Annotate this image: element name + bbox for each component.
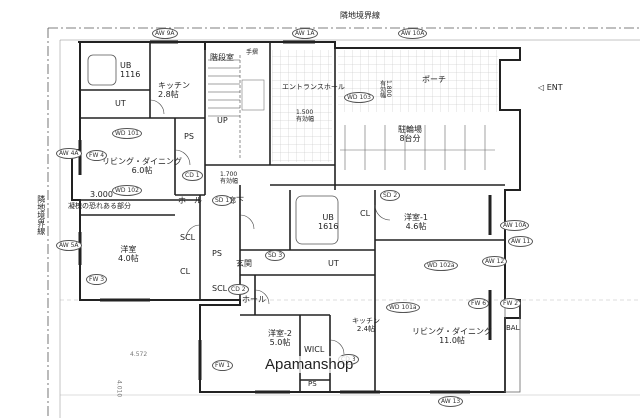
handrail-label: 手摺 <box>246 49 259 56</box>
entrance-hall-label: エントランスホール <box>282 83 345 91</box>
tag-fixed-window: FW 1 <box>212 360 234 371</box>
tag-window: AW 10A <box>398 28 428 39</box>
bathtub-center <box>295 195 339 245</box>
dim-3000: 3.000 <box>90 190 113 199</box>
dim-4010: 4.010 <box>115 380 123 398</box>
tag-fixed-window: FW 2 <box>500 298 522 309</box>
tag-closet-door: CD 2 <box>228 284 249 295</box>
dim-4572: 4.572 <box>130 351 148 358</box>
up-label: UP <box>217 116 228 125</box>
western-2-label: 洋室-2 5.0帖 <box>268 329 292 347</box>
tag-door: WD 102 <box>112 185 142 196</box>
west-boundary-label: 隣地境界線 <box>36 195 46 235</box>
doors <box>149 99 391 355</box>
tag-fixed-window: FW 4 <box>86 150 108 161</box>
interior-walls <box>80 42 505 392</box>
north-boundary-label: 隣地境界線 <box>340 11 380 20</box>
tag-window: AW 4A <box>56 148 82 159</box>
tag-sliding-door: SD 1 <box>212 195 233 206</box>
tag-door: WD 101 <box>112 128 142 139</box>
kitchen-s-label: キッチン 2.4帖 <box>352 317 380 333</box>
ut-mid-label: UT <box>328 259 339 268</box>
bal-label: BAL <box>506 324 520 332</box>
western-1-label: 洋室-1 4.6帖 <box>404 213 428 231</box>
stair-treads <box>208 55 265 160</box>
ps-top-label: PS <box>184 132 194 141</box>
warning-label: 凝槐の恐れある部分 <box>68 202 131 210</box>
ut-nw-label: UT <box>115 99 126 108</box>
ps-bottom-label: PS <box>308 380 317 388</box>
scl-w-label: SCL <box>180 233 196 242</box>
tag-window: AW 12 <box>482 256 508 267</box>
corridor-label: 廊下 <box>228 196 244 205</box>
tag-window: AW 10A <box>500 220 530 231</box>
living-s-label: リビング・ダイニング 11.0帖 <box>412 327 492 345</box>
tag-door: WD 101a <box>386 302 420 313</box>
ps-mid-label: PS <box>212 249 222 258</box>
balcony <box>504 299 521 393</box>
bathtub-nw <box>87 54 117 86</box>
tag-closet-door: CD 1 <box>182 170 203 181</box>
tag-window: AW 11 <box>508 236 534 247</box>
cl-w-label: CL <box>180 267 191 276</box>
dim-1500: 1.500 有効幅 <box>296 109 315 123</box>
stairs-label: 階段室 <box>210 53 234 62</box>
bicycle-parking <box>340 125 495 170</box>
parking-label: 駐輪場 8台分 <box>398 125 422 143</box>
tag-window: AW 9A <box>152 28 178 39</box>
tag-window: AW 5A <box>56 240 82 251</box>
tag-window: AW 1A <box>292 28 318 39</box>
living-w-label: リビング・ダイニング 6.0帖 <box>102 157 182 175</box>
ub1116-label: UB 1116 <box>120 61 141 79</box>
porch-label: ポーチ <box>422 75 446 84</box>
dim-1800: 1.800 有効幅 <box>378 80 393 98</box>
tag-fixed-window: FW 6 <box>468 298 490 309</box>
wicl-label: WICL <box>304 345 325 354</box>
western-w-label: 洋室 4.0帖 <box>118 245 139 263</box>
scl-mid-label: SCL <box>212 284 228 293</box>
genkan-label: 玄関 <box>236 259 252 268</box>
dim-1700: 1.700 有効幅 <box>220 171 239 185</box>
tag-sliding-door: SD 3 <box>265 250 286 261</box>
tag-window: AW 13 <box>438 396 464 407</box>
kitchen-nw-label: キッチン 2.8帖 <box>158 81 190 99</box>
hole-mid-label: ホール <box>242 295 266 304</box>
tag-sliding-door: SD 2 <box>380 190 401 201</box>
cl-mid-label: CL <box>360 209 371 218</box>
hole-w-label: ホール <box>178 196 202 205</box>
ent-label: ◁ ENT <box>538 83 563 92</box>
tag-door: WD 102a <box>424 260 458 271</box>
windows <box>78 40 492 394</box>
tag-fixed-window: FW 3 <box>86 274 108 285</box>
watermark: Apamanshop <box>265 356 354 373</box>
ub1616-label: UB 1616 <box>318 213 339 231</box>
tag-door: WD 103 <box>344 92 374 103</box>
